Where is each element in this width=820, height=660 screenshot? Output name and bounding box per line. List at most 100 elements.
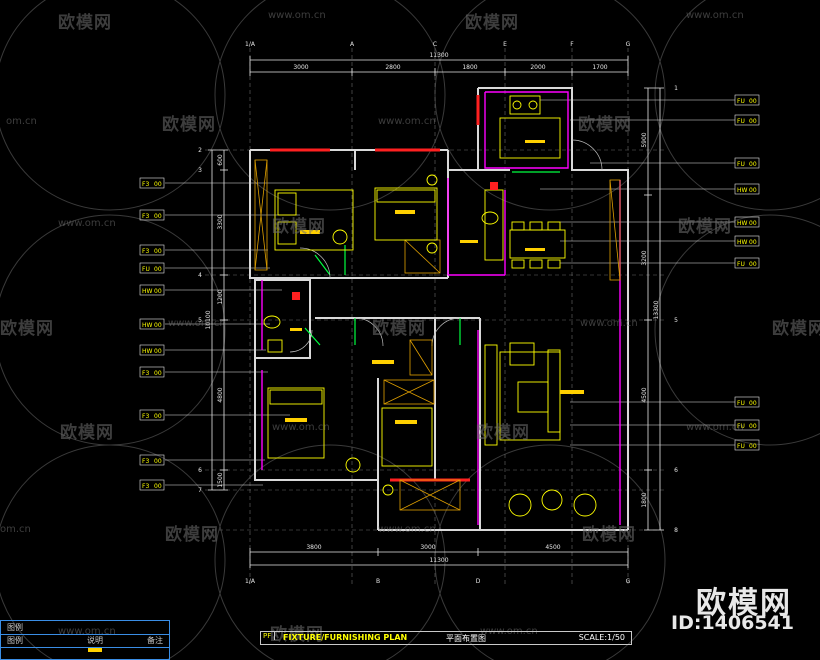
axis-label-right: 5	[674, 317, 678, 324]
tag-type: HW	[142, 348, 153, 355]
axis-label-left: 5	[198, 317, 202, 324]
tag-type: FU	[737, 161, 745, 168]
axis-label-right: 6	[674, 467, 678, 474]
tag-code: 00	[154, 370, 162, 377]
dimension-bottom-segment: 3800	[306, 544, 321, 551]
door-swings	[289, 139, 603, 353]
tag-frame	[734, 235, 760, 247]
bed-lower-left	[267, 387, 325, 459]
wardrobes	[254, 159, 621, 511]
tag-frame	[139, 454, 165, 466]
coffee-table	[517, 381, 549, 413]
tag-type: FU	[737, 118, 745, 125]
axis-label-top: A	[350, 41, 355, 48]
tag-frame	[734, 257, 760, 269]
tag-frame	[139, 318, 165, 330]
tag-right: FU 00	[734, 157, 760, 169]
tag-frame	[139, 262, 165, 274]
tag-code: 00	[749, 161, 757, 168]
dimension-left	[208, 149, 228, 491]
dimension-right-total: 13300	[653, 300, 660, 319]
dimension-left-segment: 1200	[217, 289, 224, 304]
tag-code: 00	[154, 181, 162, 188]
dimension-right-segment: 1800	[641, 492, 648, 507]
tag-code: 00	[154, 288, 162, 295]
tag-frame	[734, 419, 760, 431]
tag-code: 00	[749, 239, 757, 246]
tag-frame	[734, 94, 760, 106]
tag-code: 00	[154, 322, 162, 329]
tag-type: F3	[142, 181, 149, 188]
tag-frame	[734, 439, 760, 451]
dimension-right-segment: 5900	[641, 132, 648, 147]
axis-label-left: 3	[198, 167, 202, 174]
tag-frame	[139, 409, 165, 421]
title-english: FIXTURE/FURNISHING PLAN	[283, 633, 408, 642]
tag-code: 00	[749, 118, 757, 125]
tag-frame	[734, 396, 760, 408]
axis-label-right: 1	[674, 85, 678, 92]
dimension-top-segment: 1800	[462, 64, 477, 71]
tag-type: F3	[142, 483, 149, 490]
dimension-top	[249, 56, 629, 76]
dimension-left-segment: 3300	[217, 214, 224, 229]
kitchen-counter	[499, 117, 561, 159]
dimension-bottom-segment: 4500	[545, 544, 560, 551]
dimension-bottom-segment: 3000	[420, 544, 435, 551]
tag-type: HW	[737, 220, 748, 227]
brand-logo-text: 欧模网	[696, 586, 792, 621]
drawing-title-block: PF FIXTURE/FURNISHING PLAN 平面布置图 SCALE:1…	[260, 631, 632, 645]
tag-code: 00	[749, 423, 757, 430]
tag-type: FU	[737, 400, 745, 407]
tag-code: 00	[749, 187, 757, 194]
axis-label-bottom: B	[376, 578, 380, 585]
legend-col-description: 说明	[87, 636, 103, 645]
legend-col-remark: 备注	[147, 636, 163, 645]
brand-id: ID:1406541	[671, 612, 794, 634]
dining-table	[509, 229, 566, 259]
tag-type: HW	[737, 187, 748, 194]
tag-frame	[139, 177, 165, 189]
tag-code: 00	[154, 483, 162, 490]
tag-code: 00	[154, 348, 162, 355]
tag-leaders-left	[165, 182, 300, 486]
walls	[249, 87, 629, 531]
shaft-marker	[292, 292, 300, 300]
drain-marker	[490, 182, 498, 190]
axis-label-left: 6	[198, 467, 202, 474]
tag-code: 00	[749, 98, 757, 105]
bed-lower-middle	[381, 407, 433, 467]
room-label-bars	[88, 140, 584, 652]
tag-code: 00	[154, 266, 162, 273]
dimension-top-segment: 2000	[530, 64, 545, 71]
axis-label-bottom: D	[476, 578, 481, 585]
windows	[270, 95, 480, 482]
axis-label-left: 4	[198, 272, 202, 279]
accent-partitions	[261, 91, 621, 525]
legend-col-symbol: 图例	[7, 636, 23, 645]
tag-type: FU	[737, 98, 745, 105]
tag-frame	[734, 157, 760, 169]
dimension-top-segment: 2800	[385, 64, 400, 71]
tag-frame	[139, 244, 165, 256]
dimension-right-segment: 4500	[641, 387, 648, 402]
tag-code: 00	[749, 400, 757, 407]
tag-code: 00	[749, 220, 757, 227]
furniture	[263, 95, 597, 517]
dimension-left-segment: 600	[217, 154, 224, 166]
